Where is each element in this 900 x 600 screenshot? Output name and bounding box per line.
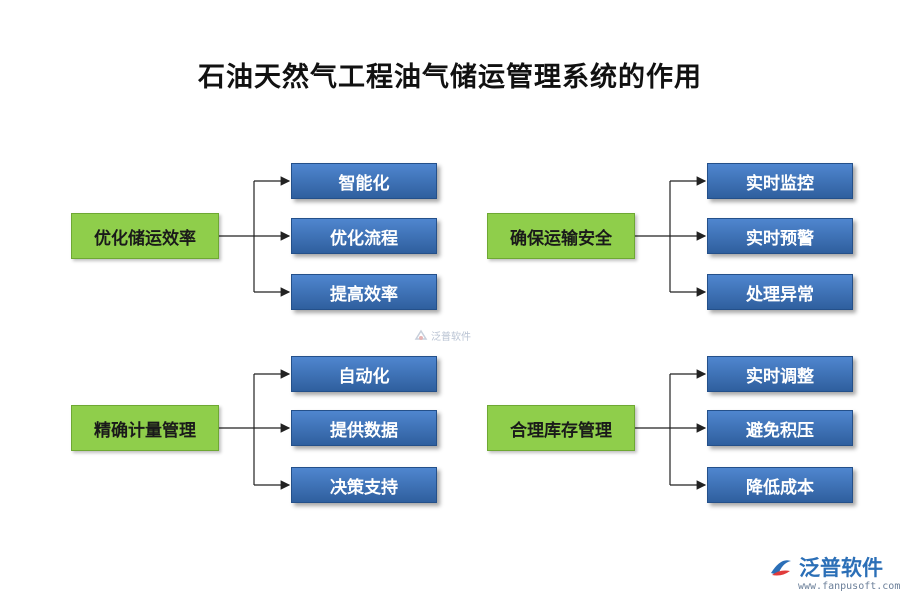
center-watermark-text: 泛普软件 (431, 332, 471, 343)
item-box-provide-data: 提供数据 (291, 410, 437, 446)
center-watermark: 泛普软件 (414, 328, 471, 343)
item-box-automation: 自动化 (291, 356, 437, 392)
category-box-efficiency: 优化储运效率 (71, 213, 219, 259)
item-box-realtime-adjust: 实时调整 (707, 356, 853, 392)
item-box-avoid-backlog: 避免积压 (707, 410, 853, 446)
category-box-metering: 精确计量管理 (71, 405, 219, 451)
item-box-handle-exceptions: 处理异常 (707, 274, 853, 310)
category-box-inventory: 合理库存管理 (487, 405, 635, 451)
item-box-improve-efficiency: 提高效率 (291, 274, 437, 310)
connector-group-4 (635, 369, 707, 490)
connector-group-1 (219, 176, 291, 297)
diagram-title: 石油天然气工程油气储运管理系统的作用 (198, 62, 702, 93)
item-box-optimize-process: 优化流程 (291, 218, 437, 254)
brand-logo-icon (771, 560, 791, 576)
connector-group-3 (219, 369, 291, 490)
item-box-realtime-monitoring: 实时监控 (707, 163, 853, 199)
item-box-reduce-cost: 降低成本 (707, 467, 853, 503)
category-box-safety: 确保运输安全 (487, 213, 635, 259)
item-box-realtime-warning: 实时预警 (707, 218, 853, 254)
item-box-intelligent: 智能化 (291, 163, 437, 199)
brand-url: www.fanpusoft.com (798, 581, 900, 592)
watermark-logo-icon (414, 329, 428, 340)
item-box-decision-support: 决策支持 (291, 467, 437, 503)
brand-name: 泛普软件 (799, 556, 883, 580)
brand-logo: 泛普软件 (768, 552, 883, 582)
connector-group-2 (635, 176, 707, 297)
